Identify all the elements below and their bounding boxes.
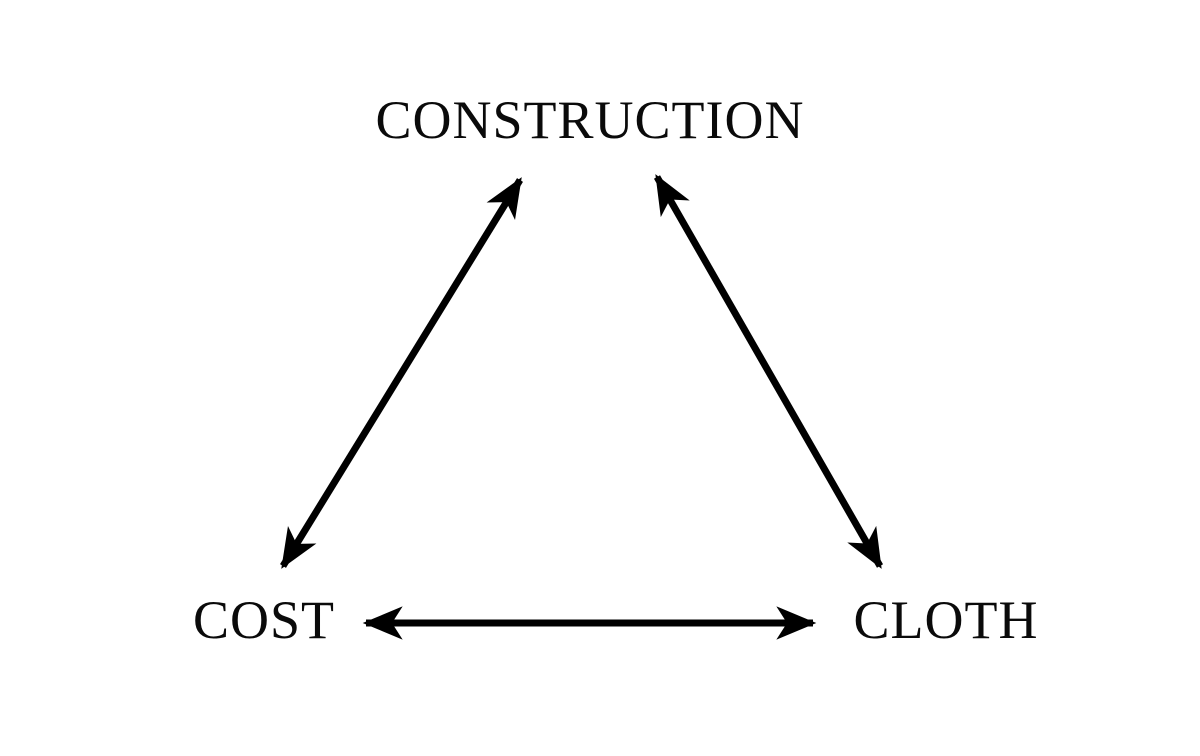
node-label-cost: COST — [192, 590, 336, 650]
node-label-cloth: CLOTH — [853, 590, 1039, 650]
edge-construction-cloth-arrow — [653, 174, 884, 569]
node-label-construction: CONSTRUCTION — [375, 90, 805, 150]
edge-cost-construction-arrow — [280, 177, 523, 569]
